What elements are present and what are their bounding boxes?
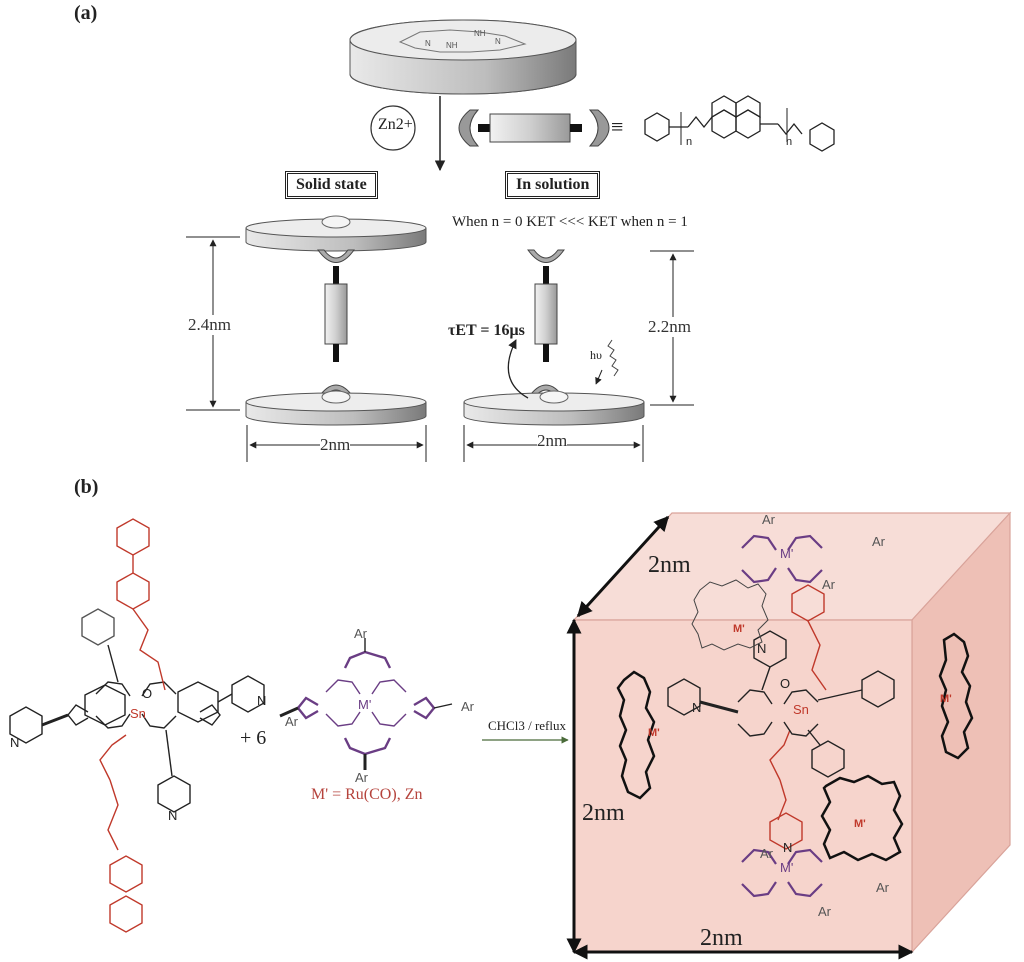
solution-height-label: 2.2nm xyxy=(648,317,691,337)
solid-width-label: 2nm xyxy=(320,435,351,455)
n-atom-left-pyridyl: N xyxy=(10,735,20,750)
sn-atom-label-cube: Sn xyxy=(793,702,809,717)
ar-label-cube-bottom-1: Ar xyxy=(760,846,773,861)
porphyrin-atom-label: NH xyxy=(446,41,458,50)
metal-label-macrocycle-2: M' xyxy=(648,727,660,739)
n-atom-bottom-pyridyl: N xyxy=(168,808,178,823)
stoichiometry-label: + 6 xyxy=(240,727,267,749)
ar-label-cube-bottom-3: Ar xyxy=(818,904,831,919)
ar-label-top: Ar xyxy=(354,626,367,641)
metal-atom-label: M' xyxy=(358,697,372,712)
ndi-ligand-structure xyxy=(644,95,835,152)
reaction-conditions-label: CHCl3 / reflux xyxy=(488,718,566,733)
ar-label-cube-top-1: Ar xyxy=(762,512,775,527)
ar-label-cube-top-3: Ar xyxy=(822,577,835,592)
tau-label: τET = 16μs xyxy=(448,322,525,339)
porphyrin-atom-label: N xyxy=(495,37,501,46)
n-subscript-left: n xyxy=(686,136,693,148)
sn-atom-label: Sn xyxy=(130,706,146,721)
ar-label-cube-bottom-2: Ar xyxy=(876,880,889,895)
metalloporphyrin-structure xyxy=(279,638,453,770)
porphyrin-disc-top xyxy=(349,19,577,95)
solid-state-assembly xyxy=(245,215,427,426)
ar-label-right: Ar xyxy=(461,699,474,714)
cube-inner-structure xyxy=(616,534,974,898)
porphyrin-atom-label: N xyxy=(425,39,431,48)
metal-definition-label: M' = Ru(CO), Zn xyxy=(311,786,423,803)
condition-text: When n = 0 KET <<< KET when n = 1 xyxy=(452,214,688,230)
metal-label-macrocycle-3: M' xyxy=(940,693,952,705)
ar-label-left: Ar xyxy=(285,714,298,729)
n-atom-right-pyridyl: N xyxy=(257,693,267,708)
metal-label-macrocycle-4: M' xyxy=(854,818,866,830)
n-subscript-right: n xyxy=(786,136,793,148)
porphyrin-atom-label: NH xyxy=(474,29,486,38)
solid-state-label: Solid state xyxy=(285,171,378,199)
panel-a-label: (a) xyxy=(74,2,98,24)
solution-width-label: 2nm xyxy=(537,431,568,451)
metal-label-macrocycle-1: M' xyxy=(733,623,745,635)
hv-label: hυ xyxy=(590,348,602,362)
in-solution-label: In solution xyxy=(505,171,601,199)
ar-label-bottom: Ar xyxy=(355,770,368,785)
cube-width-label: 2nm xyxy=(700,925,743,951)
panel-b-label: (b) xyxy=(74,476,99,498)
cube-height-label: 2nm xyxy=(582,800,625,826)
solution-assembly xyxy=(463,249,645,426)
n-atom-cube-2: N xyxy=(692,700,702,715)
o-atom-label: O xyxy=(142,686,153,701)
ar-label-cube-top-2: Ar xyxy=(872,534,885,549)
o-atom-cube: O xyxy=(780,676,791,691)
solid-height-label: 2.4nm xyxy=(188,315,231,335)
equivalence-symbol: ≡ xyxy=(611,114,624,139)
metal-atom-label-cube-top: M' xyxy=(780,546,794,561)
bridging-ligand-icon xyxy=(458,109,610,147)
zinc-ion-label: Zn2+ xyxy=(378,116,413,133)
n-atom-cube-1: N xyxy=(757,641,767,656)
metal-atom-label-cube-bottom: M' xyxy=(780,860,794,875)
zinc-ion-circle xyxy=(370,105,416,151)
sn-porphyrin-structure xyxy=(9,518,265,933)
cube-depth-label: 2nm xyxy=(648,552,691,578)
n-atom-cube-3: N xyxy=(783,840,793,855)
